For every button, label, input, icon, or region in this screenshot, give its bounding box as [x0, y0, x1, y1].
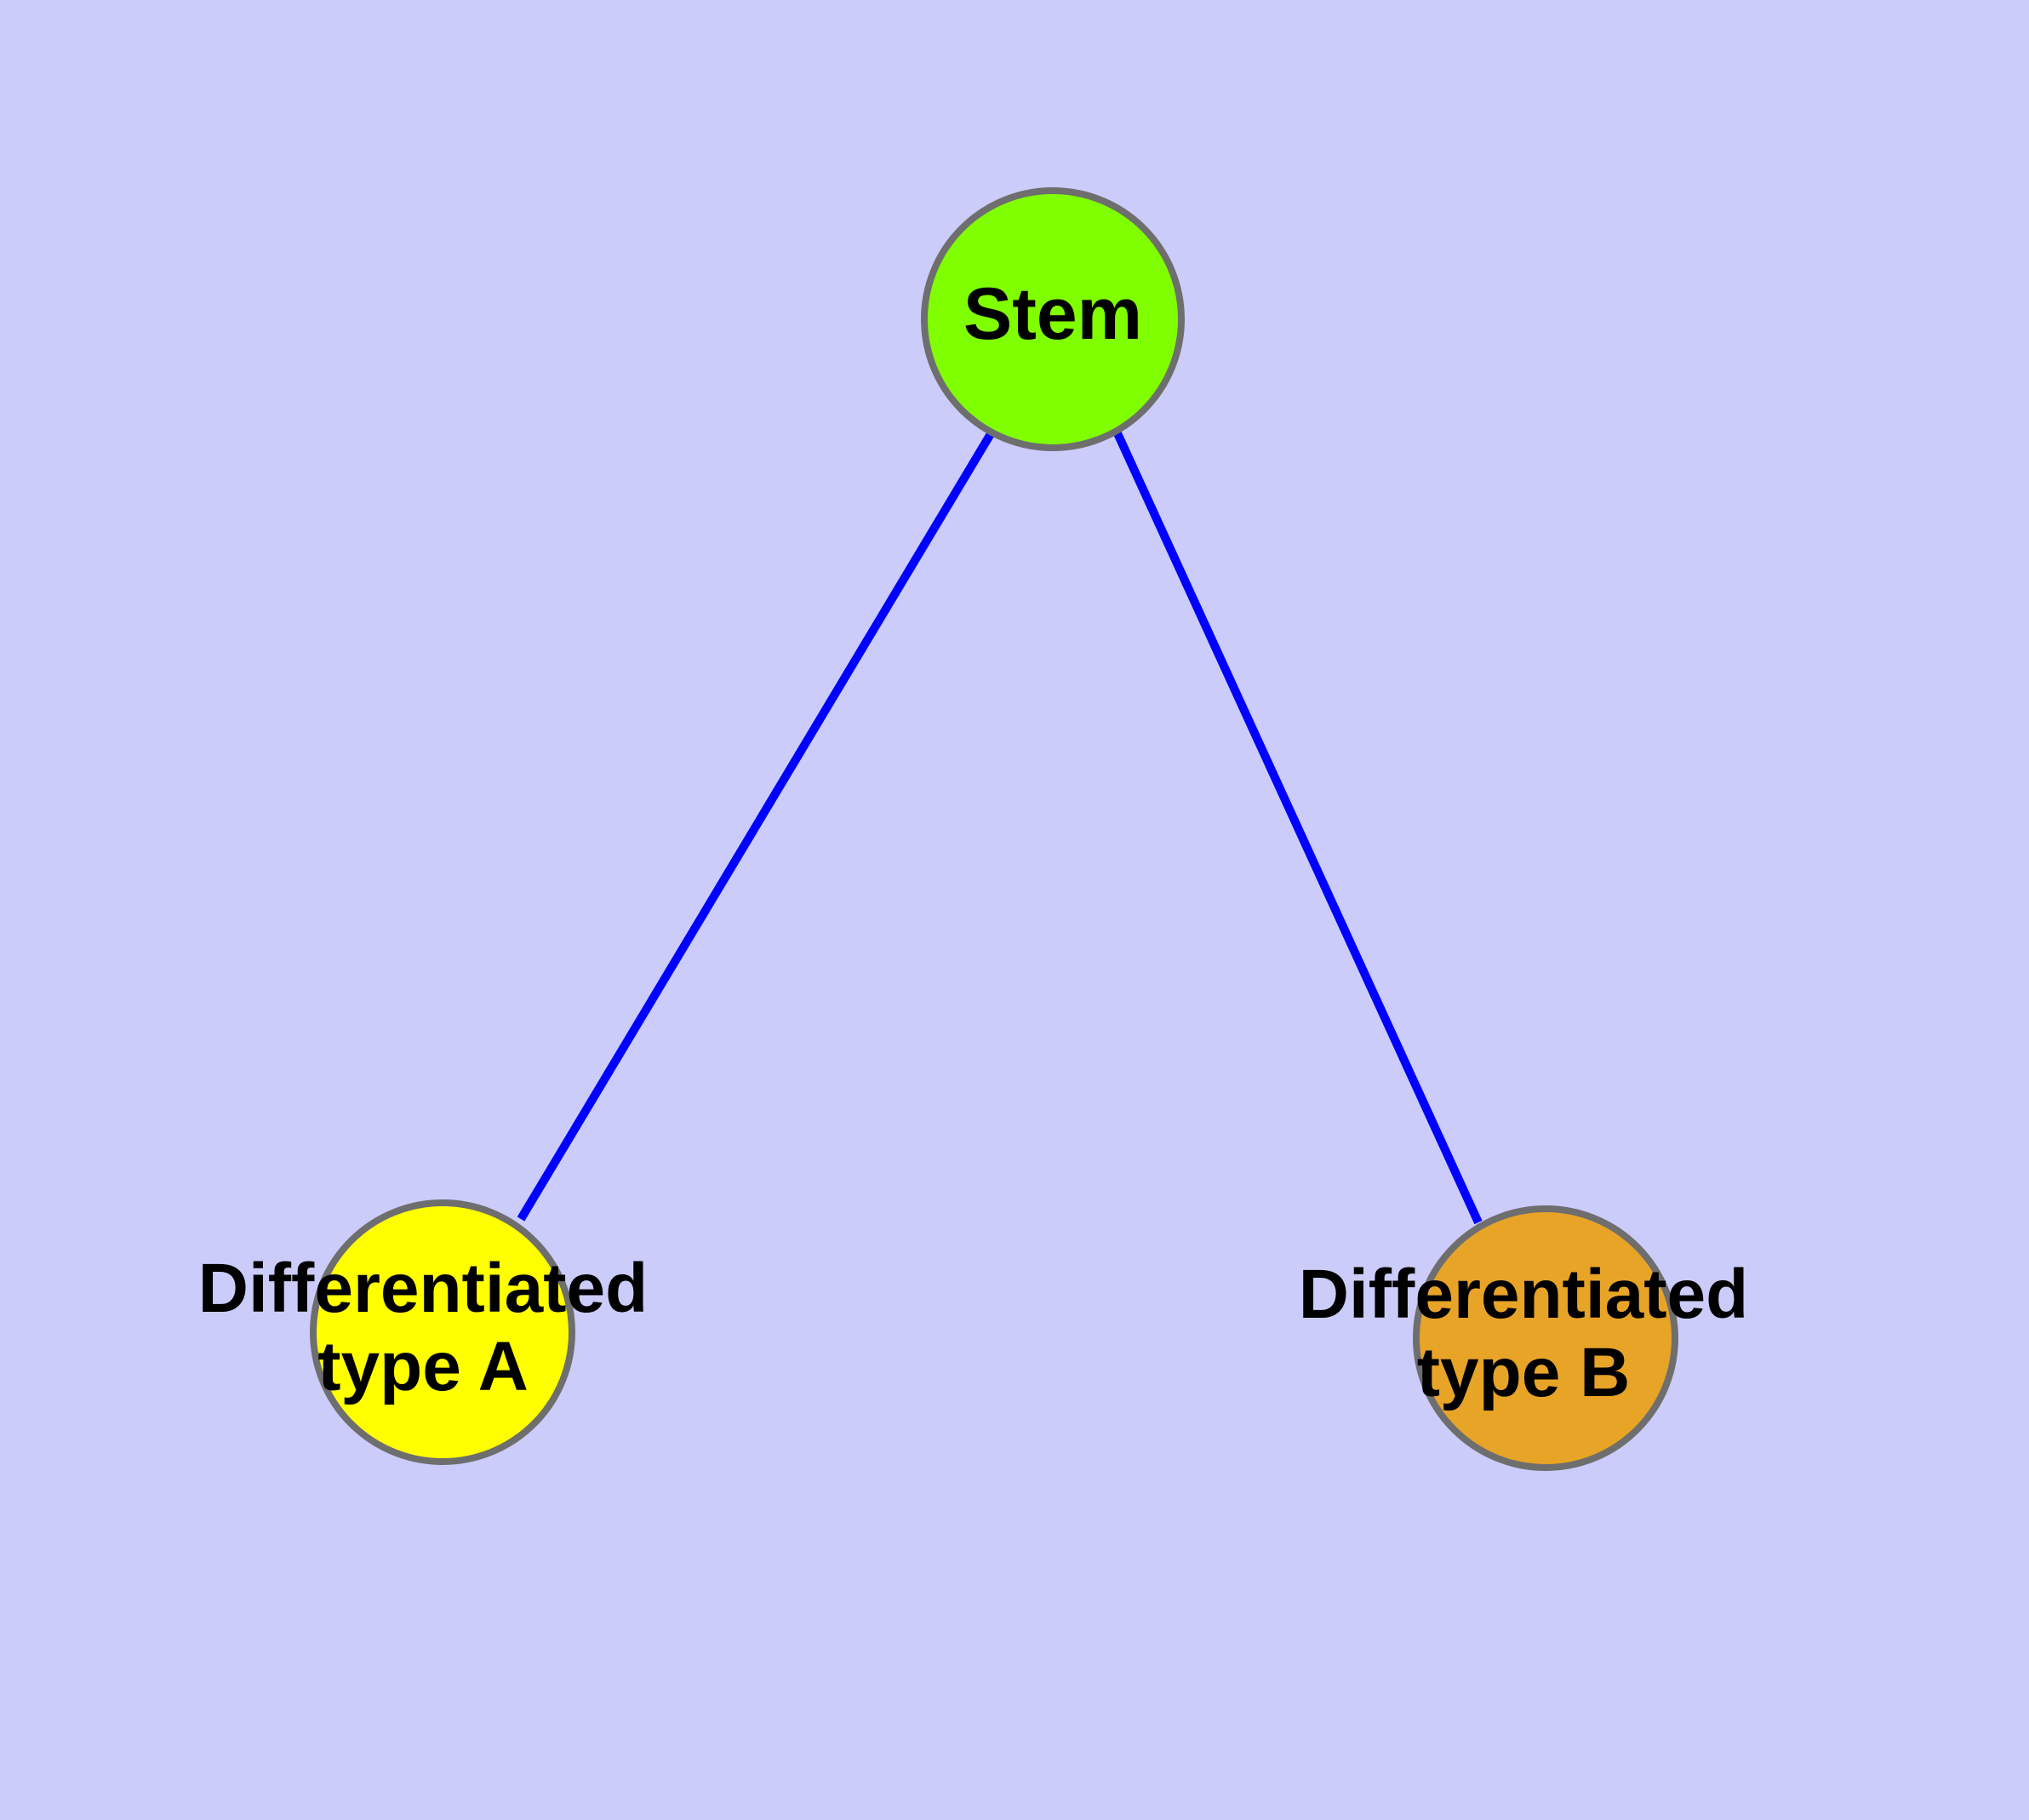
- edge-stem-diff_b[interactable]: [1113, 431, 1483, 1225]
- node-stem[interactable]: [921, 187, 1185, 451]
- node-diff_a[interactable]: [310, 1199, 575, 1465]
- node-label-line: Stem: [963, 273, 1142, 355]
- node-label-line: Differentiated: [1299, 1256, 1749, 1333]
- node-circle-diff_a[interactable]: [310, 1199, 575, 1465]
- node-label-line: type A: [317, 1328, 529, 1405]
- node-label-stem: Stem: [963, 273, 1142, 355]
- node-diff_b[interactable]: [1413, 1205, 1678, 1471]
- node-circle-stem[interactable]: [921, 187, 1185, 451]
- node-label-line: Differentiated: [198, 1250, 649, 1327]
- node-label-line: type B: [1417, 1334, 1631, 1411]
- edge-stem-diff_a[interactable]: [517, 430, 996, 1222]
- edges-layer: [517, 430, 1483, 1225]
- node-circle-diff_b[interactable]: [1413, 1205, 1678, 1471]
